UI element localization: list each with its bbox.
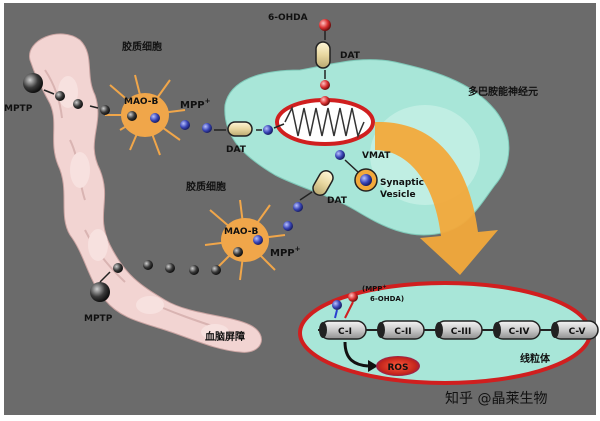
- complex-2: C-II: [377, 320, 425, 340]
- dat-transporter-mid: [312, 170, 334, 196]
- bbb-label: 血脑屏障: [205, 330, 245, 343]
- glia-label-bottom: 胶质细胞: [186, 180, 226, 193]
- synaptic-label-1: Synaptic: [380, 178, 424, 188]
- dat-transporter-left: [227, 121, 253, 137]
- complex-1: C-I: [319, 320, 367, 340]
- mptp-molecules: [23, 73, 243, 302]
- mpp-label-bottom: MPP+: [270, 245, 301, 259]
- synaptic-label-2: Vesicle: [380, 190, 416, 200]
- glia-label-top: 胶质细胞: [122, 40, 162, 53]
- inset-note-2: 6-OHDA): [370, 295, 404, 303]
- watermark: 知乎 @晶莱生物: [445, 390, 547, 407]
- complex-label: C-II: [394, 327, 411, 337]
- blood-brain-barrier-vessel: [29, 33, 262, 353]
- mpp-label-top: MPP+: [180, 97, 211, 111]
- pathway-arrow: [375, 121, 498, 275]
- neuron-label: 多巴胺能神经元: [468, 85, 538, 98]
- synaptic-vesicle: [354, 168, 378, 192]
- complex-label: C-III: [451, 327, 472, 337]
- dat-label-left: DAT: [226, 145, 247, 155]
- complex-label: C-IV: [509, 327, 530, 337]
- vmat-label: VMAT: [362, 151, 391, 161]
- complex-5: C-V: [551, 320, 599, 340]
- ohda-molecules: [319, 19, 331, 106]
- complex-4: C-IV: [493, 320, 541, 340]
- inset-molecules: [332, 292, 358, 319]
- mitochondrion-in-neuron: [275, 98, 375, 146]
- glial-cell-top: [105, 74, 186, 156]
- ros-indicator: ROS: [343, 341, 420, 376]
- complex-label: C-I: [338, 327, 352, 337]
- dat-label-mid: DAT: [327, 196, 348, 206]
- complex-3: C-III: [435, 320, 483, 340]
- mptp-label-top: MPTP: [4, 104, 33, 114]
- dat-transporter-top: [315, 41, 331, 69]
- maob-label-bottom: MAO-B: [224, 227, 258, 237]
- ohda-label: 6-OHDA: [268, 13, 308, 23]
- inset-note-1: (MPP+: [362, 284, 387, 293]
- respiratory-complexes: C-I C-II C-III C-IV C-V: [319, 320, 599, 340]
- mpp-molecules: [150, 113, 345, 245]
- complex-label: C-V: [569, 327, 586, 337]
- ros-label: ROS: [387, 363, 408, 373]
- mito-label: 线粒体: [520, 352, 551, 365]
- mptp-label-bottom: MPTP: [84, 314, 113, 324]
- dat-label-top: DAT: [340, 51, 361, 61]
- glial-cell-bottom: [204, 199, 286, 281]
- flow-arrows: [43, 31, 359, 283]
- maob-label-top: MAO-B: [124, 97, 158, 107]
